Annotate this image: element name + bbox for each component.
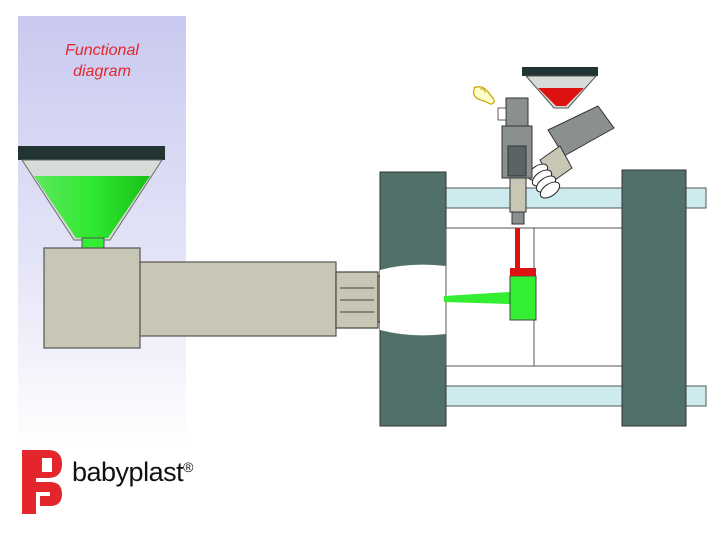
vertical-injection-unit <box>497 67 615 225</box>
brand-name: babyplast <box>72 457 184 487</box>
brand-wordmark: babyplast® <box>72 457 193 488</box>
injection-barrel <box>43 247 337 349</box>
material-flow <box>444 228 537 321</box>
fixed-platen <box>379 171 447 427</box>
diagram-title-line1: Functional <box>65 42 139 59</box>
diagram-title: Functional diagram <box>32 40 172 82</box>
diagram-title-line2: diagram <box>73 63 131 80</box>
moving-platen <box>621 169 687 427</box>
brand-registered-mark: ® <box>183 459 193 475</box>
babyplast-logo-icon <box>22 450 62 514</box>
hand-pointer-icon <box>472 86 495 105</box>
main-hopper <box>18 146 165 251</box>
